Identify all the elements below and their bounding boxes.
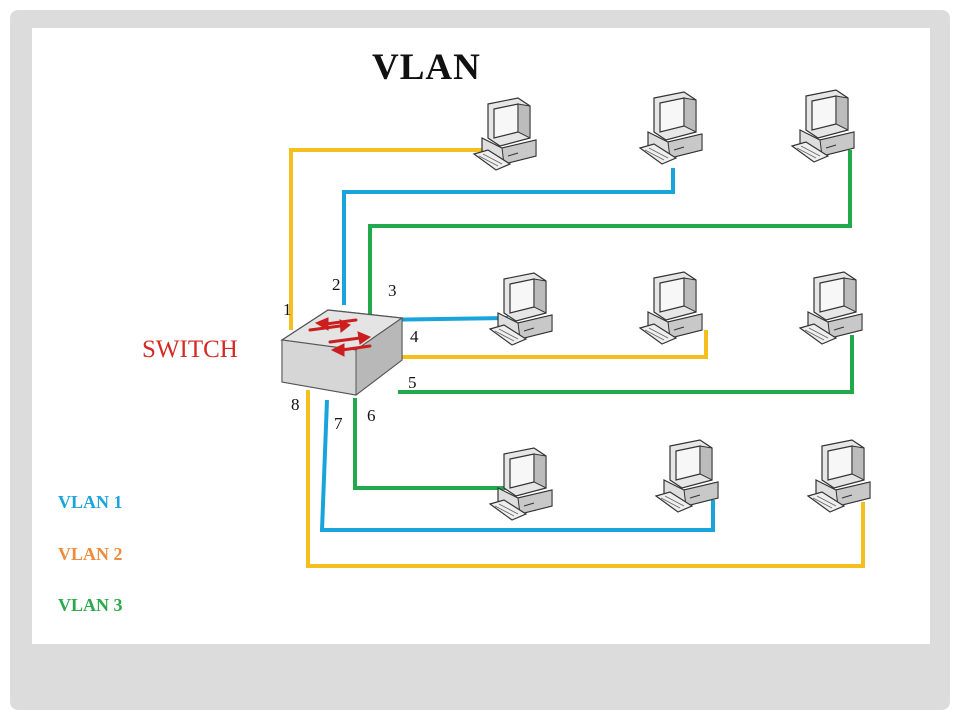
legend-vlan2: VLAN 2: [58, 544, 123, 564]
line-port2-vlan1: [342, 168, 675, 305]
line-port6-vlan3: [353, 398, 508, 490]
line-port7-vlan1: [319, 399, 715, 532]
line-port1-vlan2: [289, 148, 492, 330]
computer-icon: [639, 271, 703, 345]
slide-canvas: [32, 28, 930, 644]
port-label-4: 4: [410, 327, 419, 346]
computer-icon: [799, 271, 863, 345]
port-label-7: 7: [334, 414, 343, 433]
port-label-8: 8: [291, 395, 300, 414]
port-label-3: 3: [388, 281, 397, 300]
port-label-6: 6: [367, 406, 376, 425]
computer-icon: [807, 439, 871, 513]
switch-icon: [280, 309, 404, 397]
legend-vlan1: VLAN 1: [58, 492, 123, 512]
diagram-title: VLAN: [372, 47, 481, 88]
computer-icon: [655, 439, 719, 513]
computer-icon: [489, 447, 553, 521]
computer-icon: [489, 272, 553, 346]
computer-icon: [473, 97, 537, 171]
switch-label: SWITCH: [142, 336, 238, 363]
port-label-1: 1: [283, 300, 292, 319]
line-port3-vlan3: [368, 150, 852, 318]
computer-icon: [791, 89, 855, 163]
port-label-2: 2: [332, 275, 341, 294]
line-port4-vlan2: [398, 330, 708, 359]
line-port8-vlan2: [306, 390, 865, 568]
line-port5-vlan3: [398, 335, 854, 394]
computer-icon: [639, 91, 703, 165]
legend-vlan3: VLAN 3: [58, 595, 123, 615]
port-label-5: 5: [408, 373, 417, 392]
